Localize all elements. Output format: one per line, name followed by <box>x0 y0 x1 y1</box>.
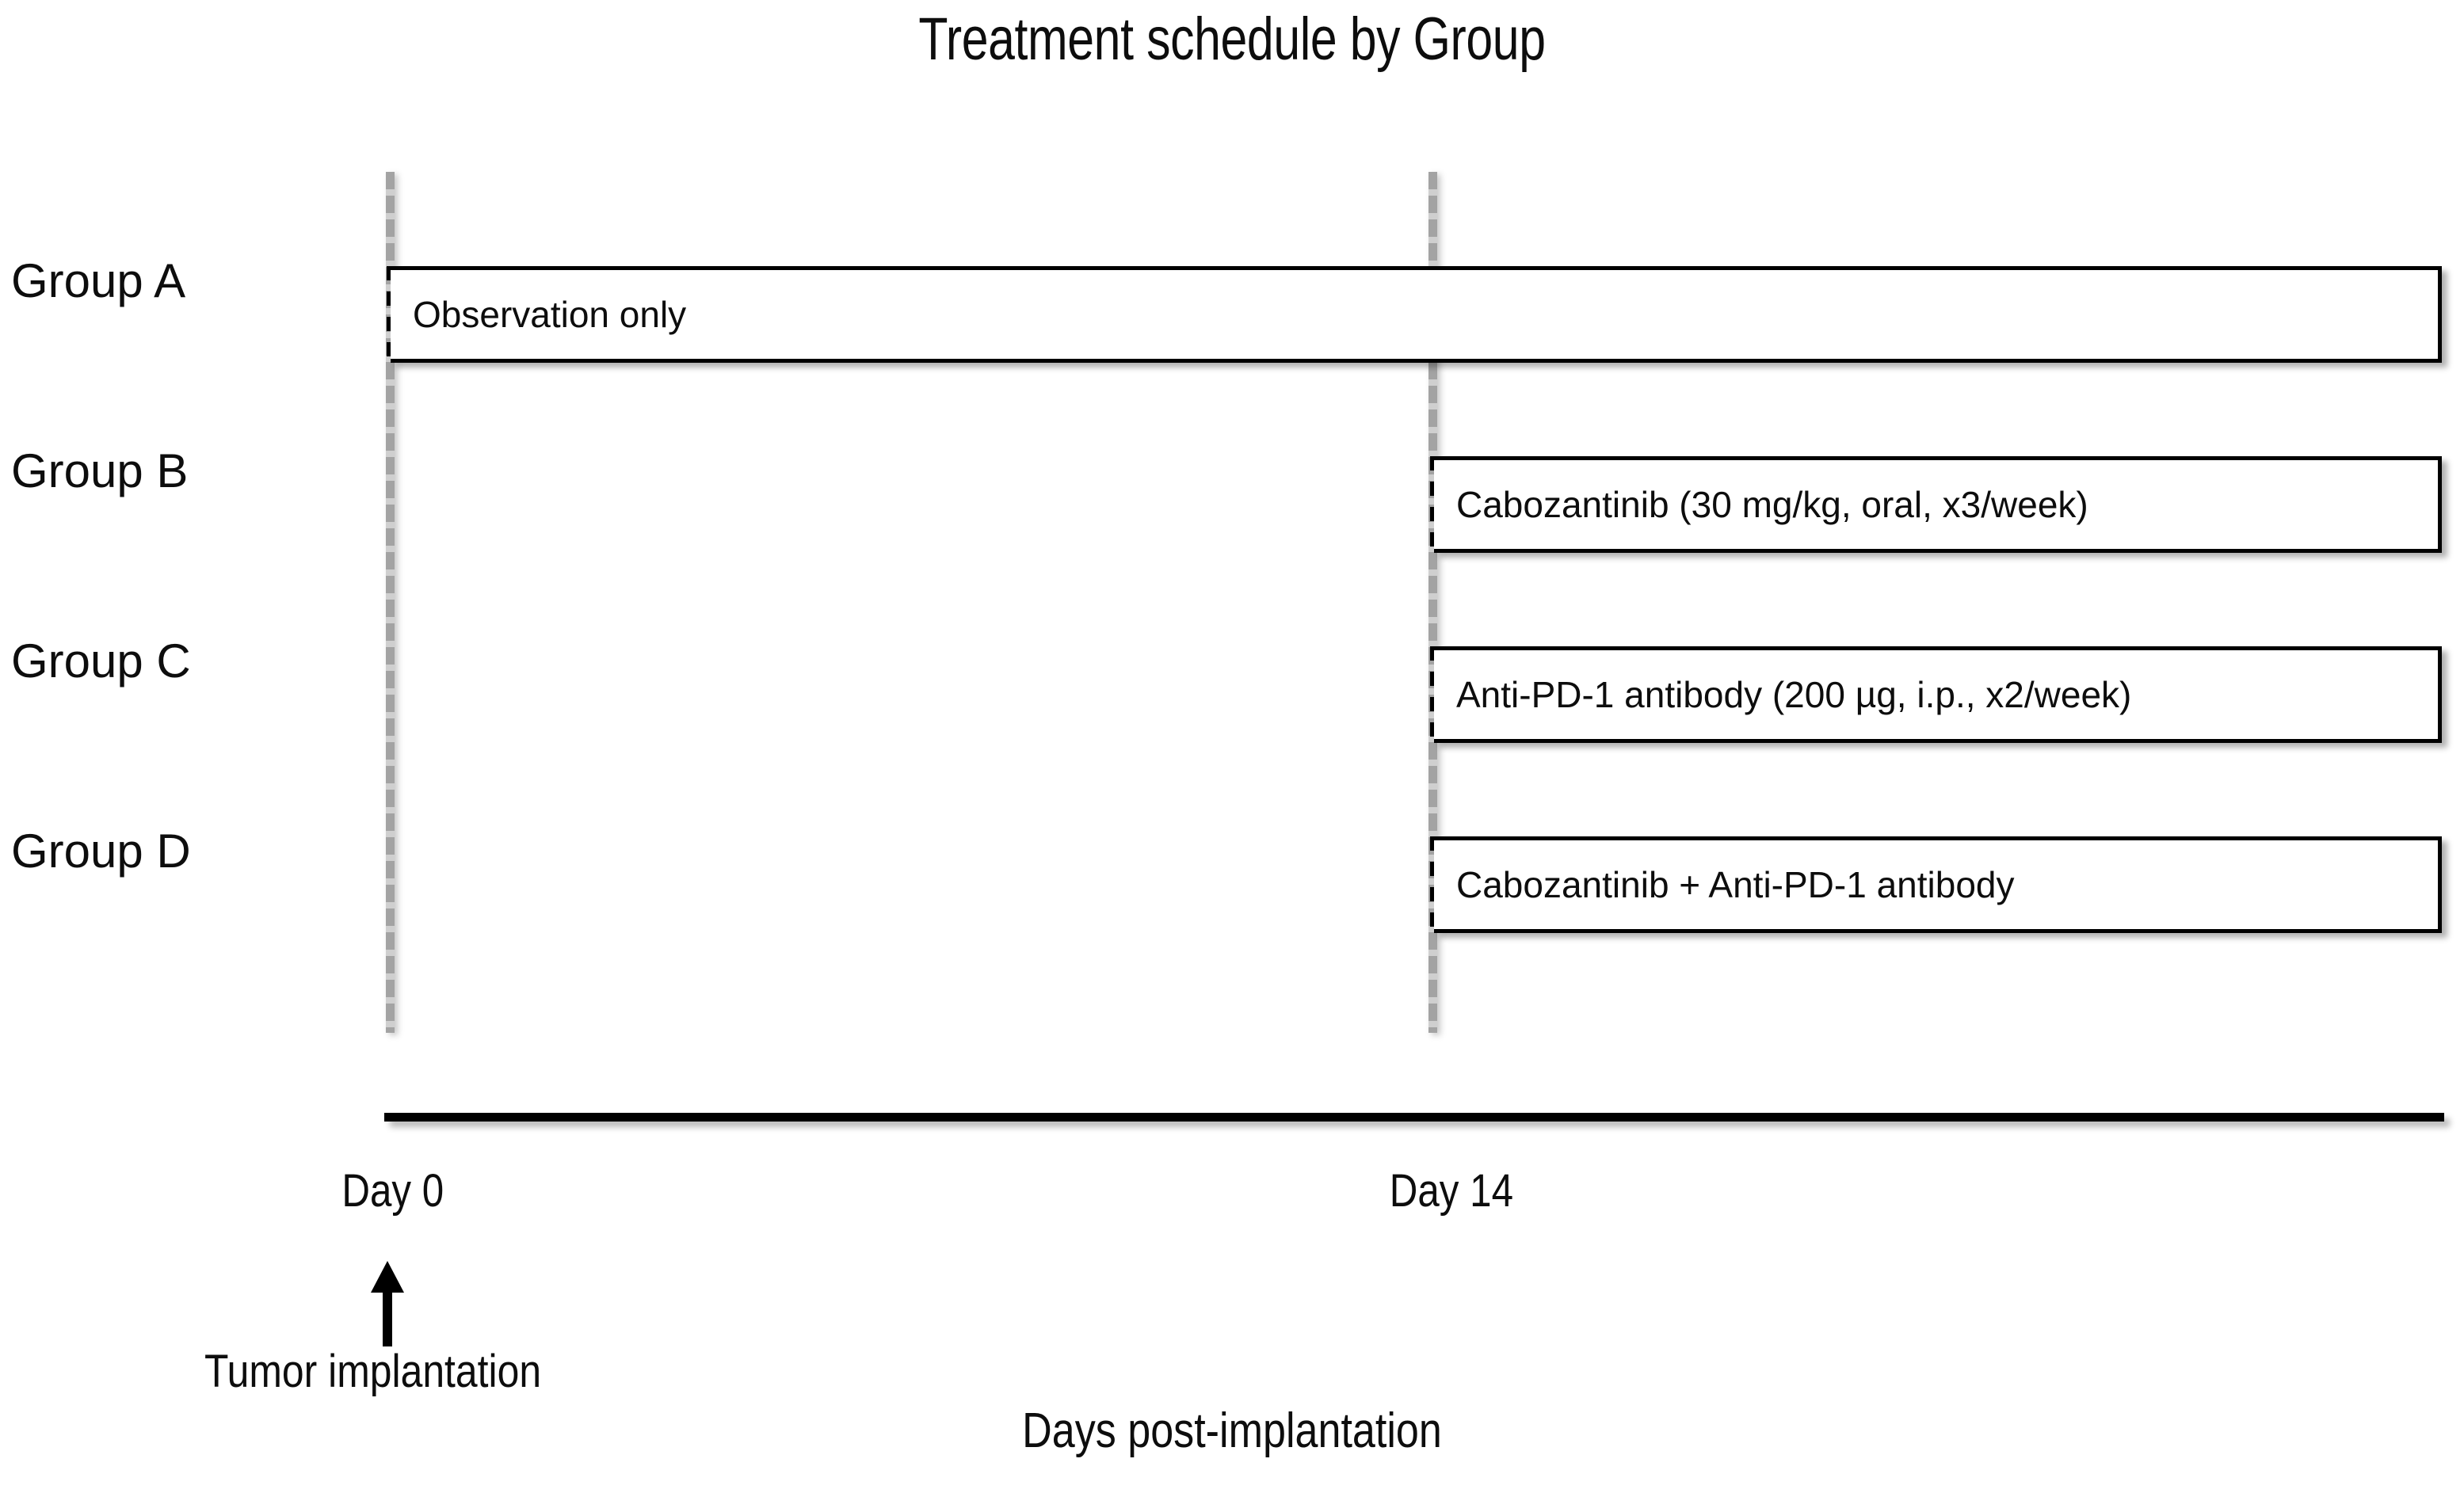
treatment-bar-label-group-b: Cabozantinib (30 mg/kg, oral, x3/week) <box>1456 484 2088 525</box>
timeline-marker-day-0 <box>386 172 395 1033</box>
axis-tick-day-14: Day 14 <box>1389 1165 1513 1217</box>
group-label-d: Group D <box>11 825 191 878</box>
axis-tick-day-0: Day 0 <box>341 1165 444 1217</box>
group-label-b: Group B <box>11 444 189 497</box>
page-title: Treatment schedule by Group <box>918 6 1546 73</box>
treatment-bar-label-group-a: Observation only <box>413 294 687 335</box>
treatment-bar-label-group-d: Cabozantinib + Anti-PD-1 antibody <box>1456 864 2015 905</box>
treatment-bar-group-c[interactable]: Anti-PD-1 antibody (200 µg, i.p., x2/wee… <box>1430 646 2442 743</box>
treatment-bar-group-a[interactable]: Observation only <box>387 266 2442 363</box>
timeline-axis <box>384 1113 2444 1122</box>
treatment-bar-group-d[interactable]: Cabozantinib + Anti-PD-1 antibody <box>1430 836 2442 933</box>
group-label-c: Group C <box>11 634 191 687</box>
up-arrow-icon <box>369 1261 406 1346</box>
treatment-bar-group-b[interactable]: Cabozantinib (30 mg/kg, oral, x3/week) <box>1430 456 2442 553</box>
axis-title-days-post-implantation: Days post-implantation <box>1022 1403 1442 1458</box>
annotation-tumor-implantation: Tumor implantation <box>204 1346 542 1397</box>
group-label-a: Group A <box>11 254 186 307</box>
timeline-marker-day-14 <box>1428 172 1437 1033</box>
treatment-bar-label-group-c: Anti-PD-1 antibody (200 µg, i.p., x2/wee… <box>1456 674 2132 715</box>
